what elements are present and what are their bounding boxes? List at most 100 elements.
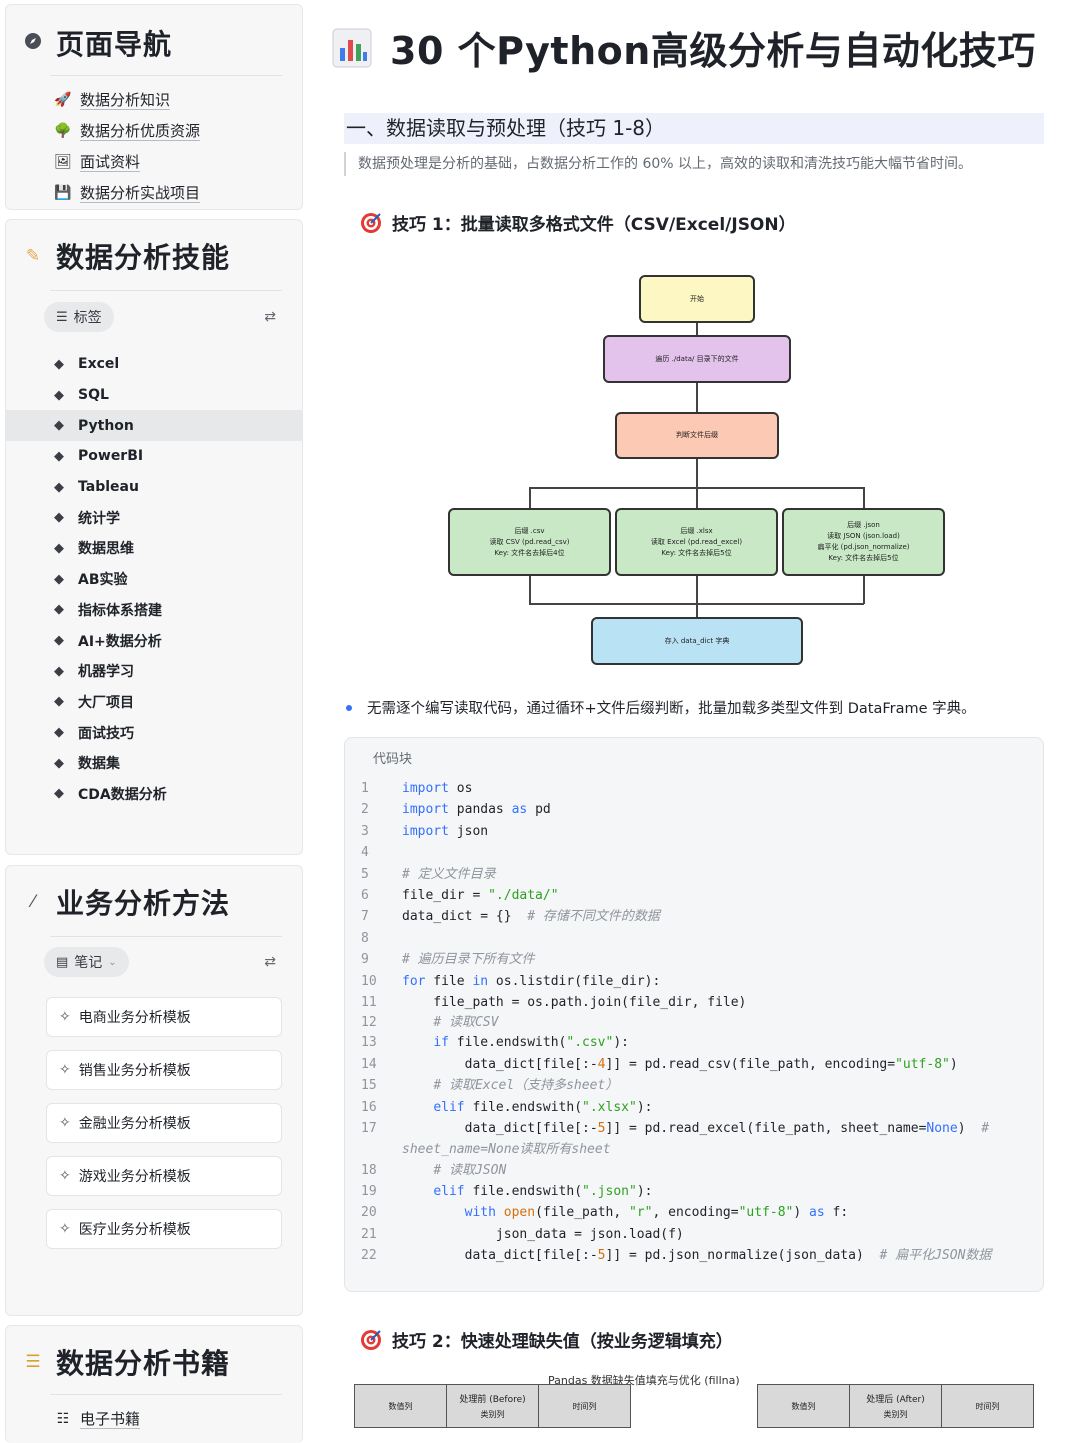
section-quote: 数据预处理是分析的基础，占数据分析工作的 60% 以上，高效的读取和清洗技巧能大… (344, 152, 1044, 176)
skill-tag-item[interactable]: ◆SQL (6, 380, 302, 411)
tag-filter-label: 标签 (73, 310, 102, 326)
magic-wand-icon: ✧ (59, 1221, 71, 1237)
code-line: 17 data_dict[file[:-5]] = pd.read_excel(… (361, 1121, 990, 1137)
divider (50, 1394, 282, 1395)
tag-filter-button[interactable]: ☰ 标签 (44, 302, 114, 332)
nav-item-resources[interactable]: 🌳数据分析优质资源 (6, 115, 302, 146)
tag-icon: ◆ (54, 510, 64, 526)
magic-wand-icon: ✧ (59, 1115, 71, 1131)
note-filter-label: 笔记 (74, 955, 103, 971)
before-table: 数值列 处理前 (Before)类别列 时间列 (354, 1384, 631, 1428)
table-cell-text: 类别列 (480, 1410, 505, 1419)
skill-tag-item[interactable]: ◆机器学习 (6, 656, 302, 687)
compass-icon (22, 32, 44, 55)
checklist-icon: ☰ (25, 1352, 41, 1372)
table-group-header: 处理后 (After) (866, 1395, 925, 1405)
flow-node-line: 后缀 .json (847, 521, 880, 529)
nav-item-projects[interactable]: 💾数据分析实战项目 (6, 177, 302, 208)
skill-tag-item[interactable]: ◆指标体系搭建 (6, 595, 302, 626)
skill-tag-label: 面试技巧 (78, 725, 134, 742)
template-label: 游戏业务分析模板 (78, 1169, 191, 1185)
template-card[interactable]: ✧电商业务分析模板 (46, 997, 282, 1037)
flow-node-line: 扁平化 (pd.json_normalize) (817, 543, 910, 551)
tag-icon: ◆ (54, 356, 64, 372)
bullet-text: 无需逐个编写读取代码，通过循环+文件后缀判断，批量加载多类型文件到 DataFr… (367, 701, 976, 717)
table-cell: 数值列 (757, 1384, 850, 1428)
skills-title: 数据分析技能 (56, 241, 231, 274)
flow-node-line: 读取 Excel (pd.read_excel) (650, 537, 743, 546)
flow-node-json: 后缀 .json 读取 JSON (json.load) 扁平化 (pd.jso… (782, 508, 945, 576)
nav-item-ebooks[interactable]: ☷ 电子书籍 (6, 1403, 302, 1434)
table-cell: 处理前 (Before) 类别列 (446, 1384, 539, 1428)
flow-connector (696, 576, 698, 617)
code-line: 21 json_data = json.load(f) (361, 1226, 684, 1242)
books-card-header: ☰ 数据分析书籍 (6, 1326, 302, 1394)
code-line: 8 (361, 930, 369, 946)
skill-tag-item[interactable]: ◆Python (6, 410, 302, 442)
bar-chart-icon (332, 28, 372, 67)
skill-tag-item[interactable]: ◆Tableau (6, 472, 302, 503)
tag-icon: ◆ (54, 694, 64, 710)
nav-item-label: 电子书籍 (80, 1410, 141, 1428)
skill-tag-label: 数据思维 (78, 541, 134, 558)
list-icon: ☰ (56, 309, 68, 325)
code-line: 18 # 读取JSON (361, 1162, 507, 1178)
tag-icon: ◆ (54, 633, 64, 649)
target-icon (361, 1329, 381, 1350)
methods-filter-row: ▤笔记⌄ ⇄ (6, 947, 302, 985)
skill-tag-item[interactable]: ◆大厂项目 (6, 687, 302, 718)
tag-icon: ◆ (54, 786, 64, 802)
flow-connector (696, 487, 698, 508)
filter-settings-icon[interactable]: ⇄ (264, 954, 276, 970)
magic-wand-icon: ✧ (59, 1062, 71, 1078)
nav-item-label: 数据分析实战项目 (80, 184, 201, 202)
skill-tag-item[interactable]: ◆CDA数据分析 (6, 779, 302, 810)
flow-connector (529, 576, 531, 604)
skill-tag-item[interactable]: ◆PowerBI (6, 441, 302, 472)
template-card[interactable]: ✧医疗业务分析模板 (46, 1209, 282, 1249)
template-card[interactable]: ✧游戏业务分析模板 (46, 1156, 282, 1196)
flow-node-start: 开始 (639, 275, 755, 323)
table-cell: 处理后 (After) 类别列 (849, 1384, 942, 1428)
note-filter-button[interactable]: ▤笔记⌄ (44, 947, 129, 977)
template-card[interactable]: ✧ 金融业务分析模板 (46, 1103, 282, 1143)
table-figure-title: Pandas 数据缺失值填充与优化 (fillna) (548, 1374, 740, 1387)
skill-tag-item[interactable]: ◆AI+数据分析 (6, 625, 302, 656)
pencil-icon: ✎ (25, 246, 41, 266)
flowchart: 开始 遍历 ./data/ 目录下的文件 判断文件后缀 后缀 .csv 读取 C… (430, 268, 960, 673)
skill-tag-item[interactable]: ◆Excel (6, 349, 302, 380)
filter-settings-icon[interactable]: ⇄ (264, 309, 276, 325)
template-label: 电商业务分析模板 (78, 1010, 191, 1026)
methods-card: ⁄ 业务分析方法 ▤笔记⌄ ⇄ ✧电商业务分析模板✧销售业务分析模板✧金融业务分… (5, 865, 303, 1316)
code-line: 11 file_path = os.path.join(file_dir, fi… (361, 995, 747, 1011)
template-card[interactable]: ✧销售业务分析模板 (46, 1050, 282, 1090)
skills-filter-row: ☰ 标签 ⇄ (6, 302, 302, 340)
code-line: 15 # 读取Excel（支持多sheet） (361, 1078, 619, 1094)
tag-icon: ◆ (54, 571, 64, 587)
flow-node-xlsx: 后缀 .xlsx 读取 Excel (pd.read_excel) Key: 文… (615, 508, 778, 576)
tag-icon: ◆ (54, 540, 64, 556)
tag-icon: ◆ (54, 755, 64, 771)
template-label: 金融业务分析模板 (78, 1116, 191, 1132)
table-cell-text: 类别列 (883, 1410, 908, 1419)
table-group-header: 处理前 (Before) (459, 1395, 526, 1405)
skill-tag-item[interactable]: ◆ 面试技巧 (6, 717, 302, 748)
code-line: 19 elif file.endswith(".json"): (361, 1183, 653, 1199)
skill-tag-item[interactable]: ◆统计学 (6, 502, 302, 533)
code-line: 13 if file.endswith(".csv"): (361, 1035, 629, 1051)
skill-tag-item[interactable]: ◆数据集 (6, 748, 302, 779)
checklist-icon: ☷ (56, 1410, 70, 1427)
bullet-dot (346, 704, 352, 711)
skills-card: ✎ 数据分析技能 ☰ 标签 ⇄ ◆Excel◆SQL◆Python◆PowerBI… (5, 219, 303, 855)
nav-item-knowledge[interactable]: 🚀数据分析知识 (6, 84, 302, 115)
flow-node-csv: 后缀 .csv 读取 CSV (pd.read_csv) Key: 文件名去掉后… (448, 508, 611, 576)
tree-icon: 🌳 (54, 122, 72, 139)
skill-tag-item[interactable]: ◆ 数据思维 (6, 533, 302, 564)
nav-item-interview[interactable]: 🖼面试资料 (6, 146, 302, 177)
skill-tag-item[interactable]: ◆AB实验 (6, 564, 302, 595)
flow-node-label: 开始 (690, 294, 704, 303)
tag-icon: ◆ (54, 725, 64, 741)
